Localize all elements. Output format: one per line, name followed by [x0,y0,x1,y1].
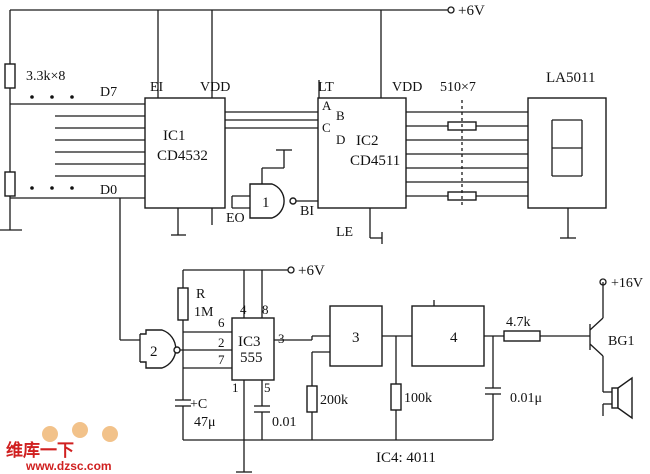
res-array [406,100,528,208]
resistor-47k [503,330,590,342]
pin-b-label: B [336,108,345,123]
capacitor-001u [485,336,501,440]
ic1-wires [171,111,318,236]
watermark-logo [42,422,118,442]
gate4-label: 4 [450,330,458,346]
ic3-part: 555 [240,350,263,366]
display-ground [560,208,576,239]
gate4-symbol [411,300,504,367]
pin-c-label: C [322,120,331,135]
gate1-symbol [249,149,318,219]
transistor-bg1 [589,278,607,392]
ic2-lt-label: LT [318,80,334,95]
display-box [527,97,607,209]
pin2-label: 2 [218,335,225,350]
vcc-top-label: +6V [458,3,485,19]
ic1-part: CD4532 [157,148,208,164]
d0-to-gate2 [119,198,140,341]
vcc-mid-label: +6V [298,263,325,279]
res-array-label: 510×7 [440,80,476,95]
ic3-name: IC3 [238,334,261,350]
r47k-label: 4.7k [506,315,531,330]
pin4-label: 4 [240,302,247,317]
r-label: R [196,287,206,302]
gate2-label: 2 [150,344,158,360]
resistor-200k [306,385,318,440]
cap001-label: 0.01 [272,415,297,430]
pin-d-label: D [336,132,345,147]
capacitor-47u [175,399,191,440]
pin8-label: 8 [262,302,269,317]
eo-label: EO [226,211,245,226]
r200k-label: 200k [320,393,348,408]
pin1-label: 1 [232,380,239,395]
bg1-label: BG1 [608,334,634,349]
cap-plus-label: +C [190,397,207,412]
ic1-box [144,97,226,209]
ic2-vdd-label: VDD [392,80,422,95]
pin7-label: 7 [218,352,225,367]
speaker-icon [602,376,633,420]
cap-value: 47μ [194,415,216,430]
seven-segment-digit [551,119,583,177]
resistor-100k [390,383,402,440]
capacitor-001 [254,405,270,440]
ic2-part: CD4511 [350,153,400,169]
ic4-label: IC4: 4011 [376,450,436,466]
ic1-ei-label: EI [150,80,164,95]
pin6-label: 6 [218,315,225,330]
display-label: LA5011 [546,70,595,86]
pullup-resistors [0,63,22,231]
pin5-label: 5 [264,380,271,395]
ic3-power [182,266,295,340]
gate2-symbol [139,329,232,369]
pullup-label: 3.3k×8 [26,69,65,84]
r100k-label: 100k [404,391,432,406]
gate1-label: 1 [262,195,270,211]
vcc16-label: +16V [611,276,643,291]
ic1-name: IC1 [163,128,186,144]
gate3-symbol [311,305,412,386]
ellipsis-dots [30,95,74,190]
d0-label: D0 [100,183,117,198]
gate3-label: 3 [352,330,360,346]
r-value: 1M [194,305,214,320]
ic3-box [231,317,275,381]
watermark-cn: 维库一下 [6,440,74,461]
resistor-r1m [177,287,189,321]
input-bus [10,103,145,199]
le-label: LE [336,225,353,240]
ic2-le-wire [369,208,383,244]
pin3-label: 3 [278,331,285,346]
pin-a-label: A [322,98,332,113]
bi-label: BI [300,204,314,219]
d7-label: D7 [100,85,117,100]
cap001u-label: 0.01μ [510,391,542,406]
ic3-wires [182,331,493,473]
ic2-name: IC2 [356,133,379,149]
ic2-box [317,97,407,209]
ic1-vdd-label: VDD [200,80,230,95]
watermark-url: www.dzsc.com [25,459,112,473]
